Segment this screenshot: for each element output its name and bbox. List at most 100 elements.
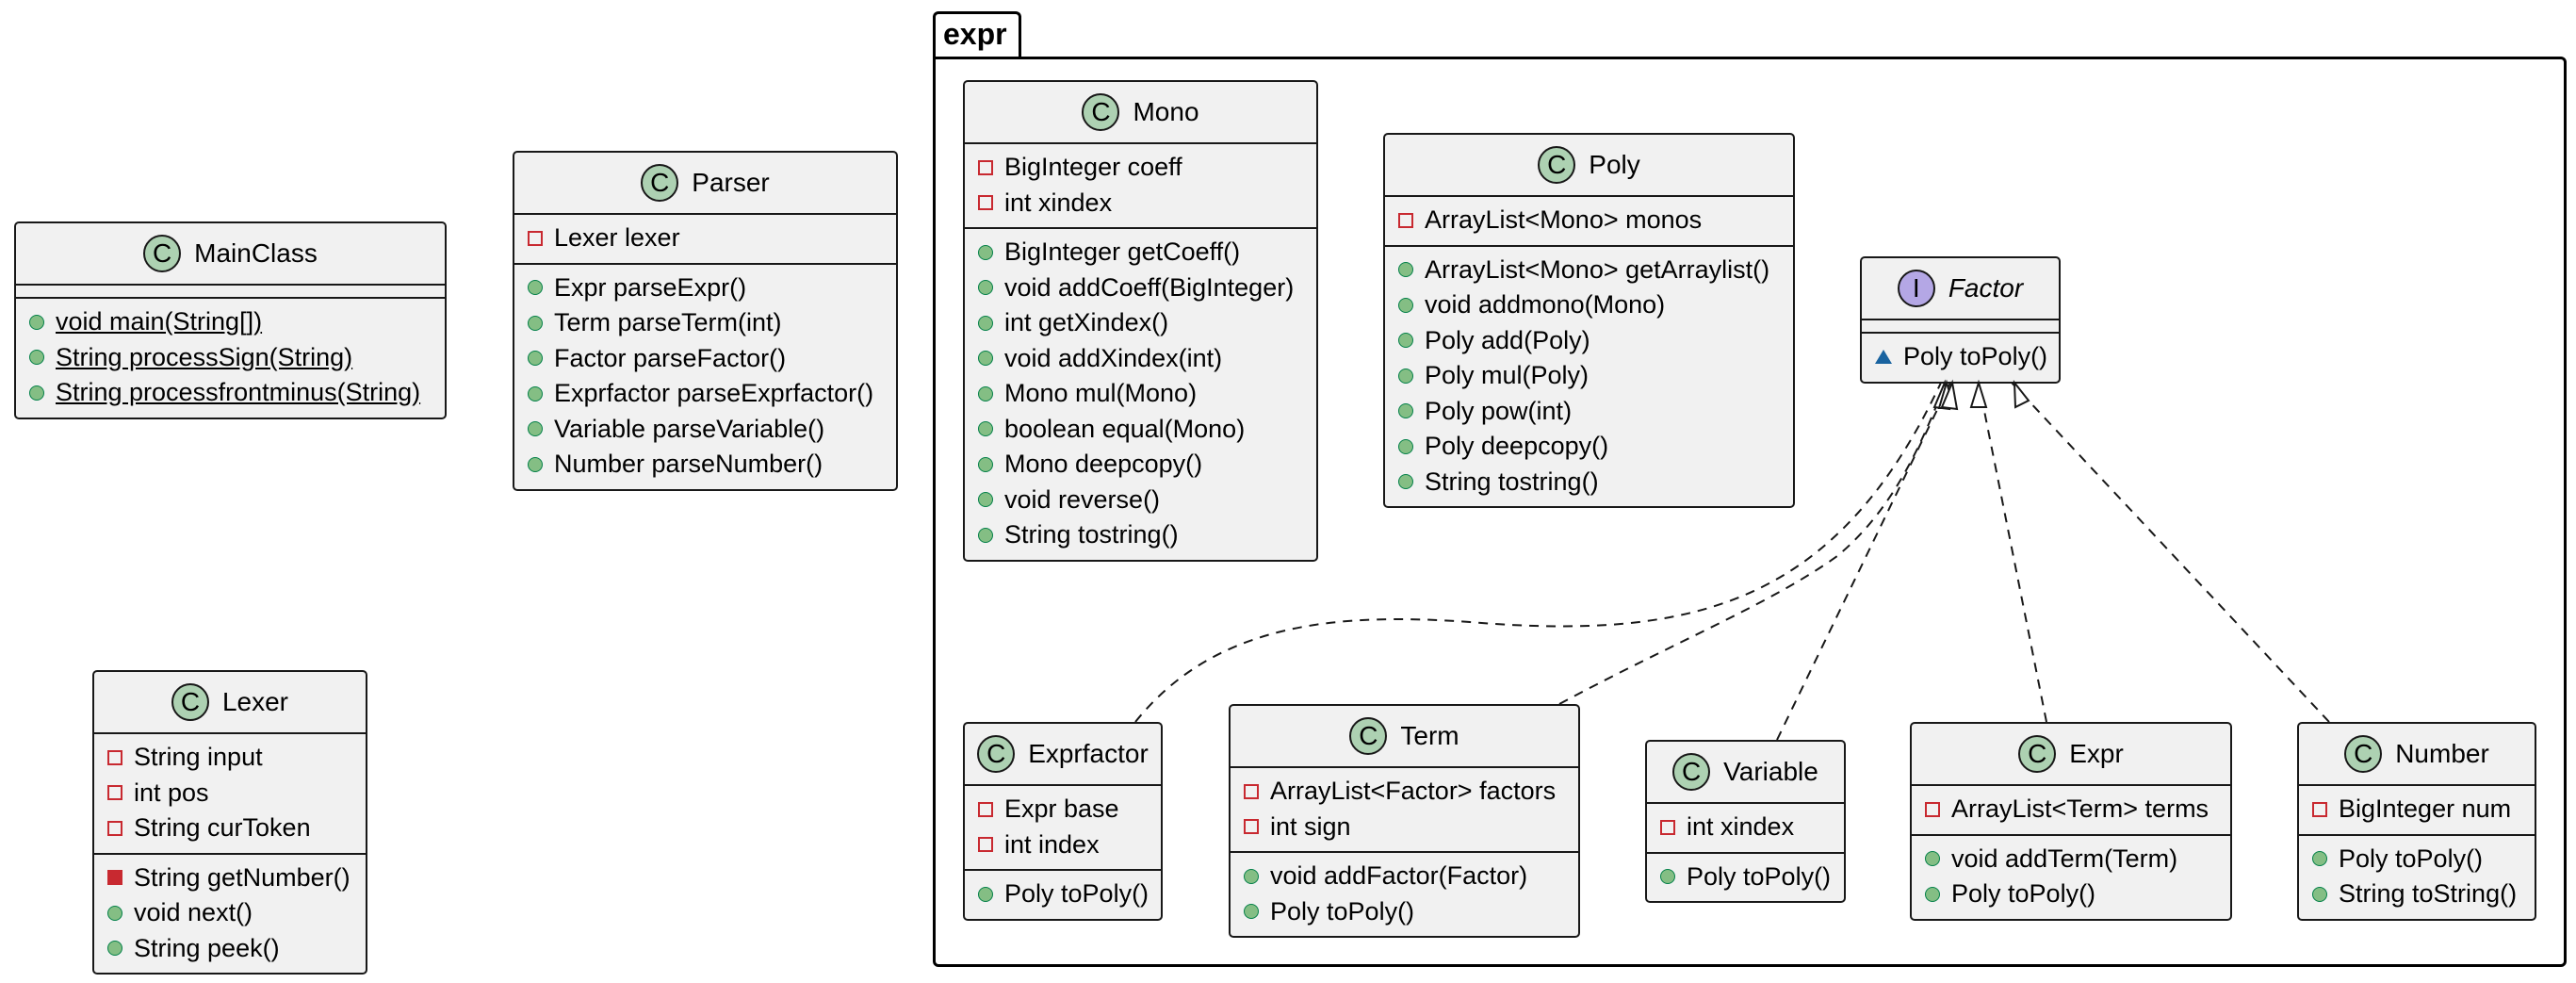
field-row[interactable]: ArrayList<Term> terms [1912,792,2230,827]
method-row[interactable]: Expr parseExpr() [514,270,896,306]
method-text: Factor parseFactor() [554,343,787,372]
method-row[interactable]: Mono mul(Mono) [965,376,1316,412]
methods-section: void main(String[])String processSign(St… [16,299,445,418]
field-row[interactable]: int pos [94,776,366,811]
method-row[interactable]: void addTerm(Term) [1912,842,2230,877]
class-name: Variable [1723,757,1818,786]
class-badge-icon: C [171,683,209,721]
method-row[interactable]: Poly deepcopy() [1385,429,1793,465]
method-row[interactable]: Poly toPoly() [2299,842,2535,877]
method-row[interactable]: String processSign(String) [16,340,445,376]
method-row[interactable]: Poly toPoly() [965,877,1161,912]
method-row[interactable]: String tostring() [965,517,1316,553]
method-row[interactable]: void addFactor(Factor) [1231,859,1578,894]
method-row[interactable]: void reverse() [965,483,1316,518]
field-row[interactable]: int xindex [965,186,1316,221]
method-row[interactable]: void main(String[]) [16,304,445,340]
method-row[interactable]: Poly toPoly() [1912,877,2230,912]
method-text: Poly toPoly() [1903,342,2048,371]
fields-section: ArrayList<Mono> monos [1385,197,1793,247]
method-row[interactable]: Poly toPoly() [1862,339,2059,375]
method-row[interactable]: Exprfactor parseExprfactor() [514,376,896,412]
field-row[interactable]: int xindex [1647,810,1844,845]
field-text: int sign [1270,811,1351,841]
field-row[interactable]: BigInteger coeff [965,150,1316,186]
field-row[interactable]: ArrayList<Factor> factors [1231,774,1578,810]
method-text: Poly mul(Poly) [1425,361,1590,390]
method-text: int getXindex() [1004,308,1169,337]
method-text: void addFactor(Factor) [1270,861,1528,891]
method-row[interactable]: String getNumber() [94,860,366,896]
method-text: void addTerm(Term) [1951,844,2178,873]
field-text: int xindex [1004,188,1113,217]
class-name: Number [2395,739,2489,768]
field-row[interactable]: ArrayList<Mono> monos [1385,203,1793,238]
method-row[interactable]: String peek() [94,931,366,967]
method-row[interactable]: String processfrontminus(String) [16,375,445,411]
fields-section: ArrayList<Term> terms [1912,786,2230,836]
field-row[interactable]: String input [94,740,366,776]
method-row[interactable]: Poly pow(int) [1385,394,1793,430]
method-text: Expr parseExpr() [554,272,747,302]
method-text: BigInteger getCoeff() [1004,238,1241,267]
methods-section: Poly toPoly() [1862,334,2059,382]
method-row[interactable]: void addCoeff(BigInteger) [965,270,1316,306]
class-badge-icon: C [1082,93,1120,131]
methods-section: BigInteger getCoeff() void addCoeff(BigIn… [965,229,1316,560]
method-row[interactable]: String toString() [2299,877,2535,912]
method-row[interactable]: Poly toPoly() [1231,894,1578,930]
method-row[interactable]: int getXindex() [965,305,1316,341]
pub-visibility-icon [528,280,543,296]
fields-section: BigInteger num [2299,786,2535,836]
method-row[interactable]: Mono deepcopy() [965,447,1316,483]
method-row[interactable]: Poly toPoly() [1647,860,1844,895]
field-row[interactable]: String curToken [94,811,366,846]
priv-visibility-icon [978,195,993,211]
method-row[interactable]: BigInteger getCoeff() [965,235,1316,270]
class-name: Poly [1589,150,1640,179]
method-text: String toString() [2339,879,2518,909]
method-row[interactable]: Variable parseVariable() [514,412,896,448]
field-text: String input [134,743,263,772]
priv-visibility-icon [978,801,993,817]
field-text: Lexer lexer [554,223,680,253]
field-row[interactable]: Lexer lexer [514,221,896,256]
field-row[interactable]: BigInteger num [2299,792,2535,827]
field-row[interactable]: int sign [1231,810,1578,845]
method-row[interactable]: void addXindex(int) [965,341,1316,377]
method-row[interactable]: String tostring() [1385,465,1793,500]
method-row[interactable]: boolean equal(Mono) [965,412,1316,448]
pub-visibility-icon [107,905,122,921]
method-row[interactable]: ArrayList<Mono> getArraylist() [1385,253,1793,288]
method-row[interactable]: Poly add(Poly) [1385,323,1793,359]
method-text: String peek() [134,933,280,962]
method-row[interactable]: Poly mul(Poly) [1385,358,1793,394]
method-row[interactable]: Factor parseFactor() [514,341,896,377]
method-text: Poly toPoly() [1687,861,1832,891]
field-row[interactable]: int index [965,827,1161,863]
method-row[interactable]: void addmono(Mono) [1385,287,1793,323]
method-row[interactable]: Term parseTerm(int) [514,305,896,341]
field-row[interactable]: Expr base [965,792,1161,827]
class-name: Exprfactor [1028,739,1149,768]
method-row[interactable]: void next() [94,895,366,931]
pub-visibility-icon [978,886,993,902]
method-text: Poly toPoly() [1004,879,1149,909]
method-row[interactable]: Number parseNumber() [514,447,896,483]
pub-visibility-icon [29,314,44,330]
